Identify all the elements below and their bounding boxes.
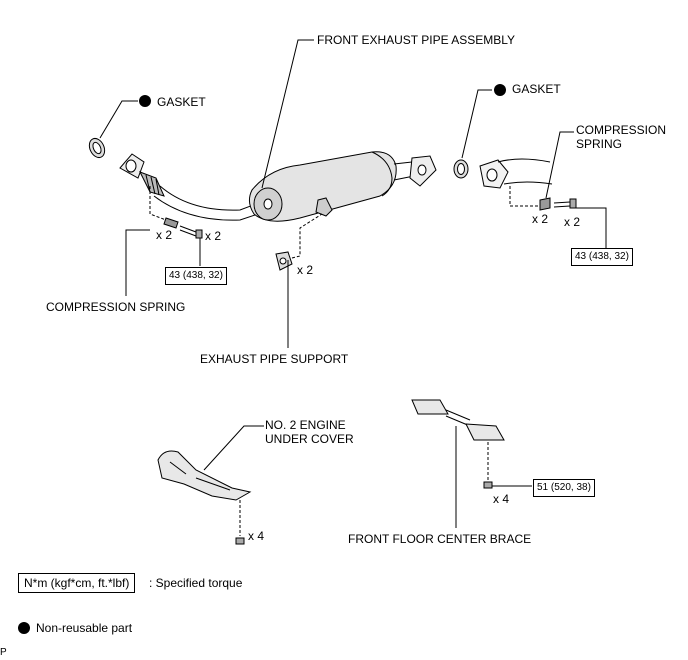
exhaust-pipe-support-label: EXHAUST PIPE SUPPORT (200, 352, 349, 366)
engine-under-cover-label-line1: NO. 2 ENGINE (265, 418, 346, 432)
engine-under-cover-label-line2: UNDER COVER (265, 432, 354, 446)
support-quantity: x 2 (297, 263, 314, 277)
right-gasket-part (453, 159, 469, 179)
exhaust-pipe-support-part (275, 213, 323, 271)
front-exhaust-pipe-assembly-label: FRONT EXHAUST PIPE ASSEMBLY (317, 33, 516, 47)
front-exhaust-pipe-assembly-part (119, 151, 437, 222)
left-gasket-part (88, 137, 106, 159)
non-reusable-dot-icon (139, 95, 151, 107)
non-reusable-dot-icon (494, 84, 506, 96)
right-bolt-torque: 43 (438, 32) (571, 248, 633, 266)
left-bolt-torque: 43 (438, 32) (165, 267, 227, 285)
gasket-right-label: GASKET (512, 82, 561, 96)
compression-spring-right-label-line2: SPRING (576, 137, 623, 151)
front-floor-center-brace-part (411, 399, 505, 489)
brace-bolt-quantity: x 4 (493, 492, 510, 506)
right-bolt-quantity: x 2 (564, 215, 581, 229)
right-spring-quantity: x 2 (532, 212, 549, 226)
left-bolt-quantity: x 2 (205, 229, 222, 243)
brace-bolt-torque: 51 (520, 38) (533, 479, 595, 497)
cover-bolt-quantity: x 4 (248, 529, 265, 543)
torque-unit-legend: N*m (kgf*cm, ft.*lbf) (18, 573, 136, 593)
compression-spring-left-label: COMPRESSION SPRING (46, 300, 186, 314)
torque-legend-description: : Specified torque (149, 576, 243, 590)
left-spring-quantity: x 2 (156, 228, 173, 242)
front-floor-center-brace-label: FRONT FLOOR CENTER BRACE (348, 532, 532, 546)
corner-mark: P (0, 647, 7, 658)
no2-engine-under-cover-part (157, 450, 252, 545)
non-reusable-legend-label: Non-reusable part (36, 621, 133, 635)
compression-spring-right-label-line1: COMPRESSION (576, 123, 667, 137)
leader-lines (99, 39, 607, 528)
right-spring-bolt-part (509, 186, 577, 211)
gasket-left-label: GASKET (157, 95, 206, 109)
rear-pipe-flange-part (479, 158, 553, 189)
left-spring-bolt-part (149, 186, 203, 239)
non-reusable-legend-dot-icon (18, 622, 30, 634)
